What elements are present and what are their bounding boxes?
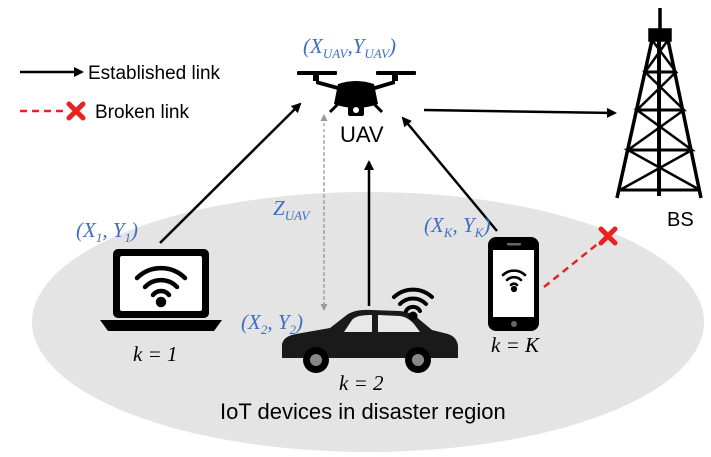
wifi-icon [501,269,527,293]
car-icon [282,287,458,373]
red-x-icon [66,101,86,121]
drone-icon [297,71,416,116]
phone-coordinates: (XK, YK) [424,213,490,240]
red-x-icon [598,226,618,246]
laptop-k-label: k = 1 [133,342,178,366]
legend-broken-label: Broken link [95,102,189,123]
legend-established-label: Established link [88,63,221,84]
uav-label: UAV [340,122,384,147]
link-laptop-to-uav [159,102,302,244]
wifi-icon [392,287,434,321]
region-label: IoT devices in disaster region [220,399,506,424]
laptop-icon [100,249,222,331]
car-k-label: k = 2 [339,371,384,395]
link-phone-to-uav [401,116,498,232]
wifi-icon [134,265,188,308]
phone-k-label: k = K [491,333,540,357]
link-uav-to-bs [423,107,617,118]
car-coordinates: (X2, Y2) [241,310,303,337]
cell-tower-icon [615,8,703,199]
smartphone-icon [488,237,539,331]
bs-label: BS [667,209,694,231]
altitude-label: ZUAV [273,196,311,223]
laptop-coordinates: (X1, Y1) [76,218,138,245]
uav-coordinates: (XUAV,YUAV) [303,34,396,61]
legend: Established link Broken link [20,63,221,123]
